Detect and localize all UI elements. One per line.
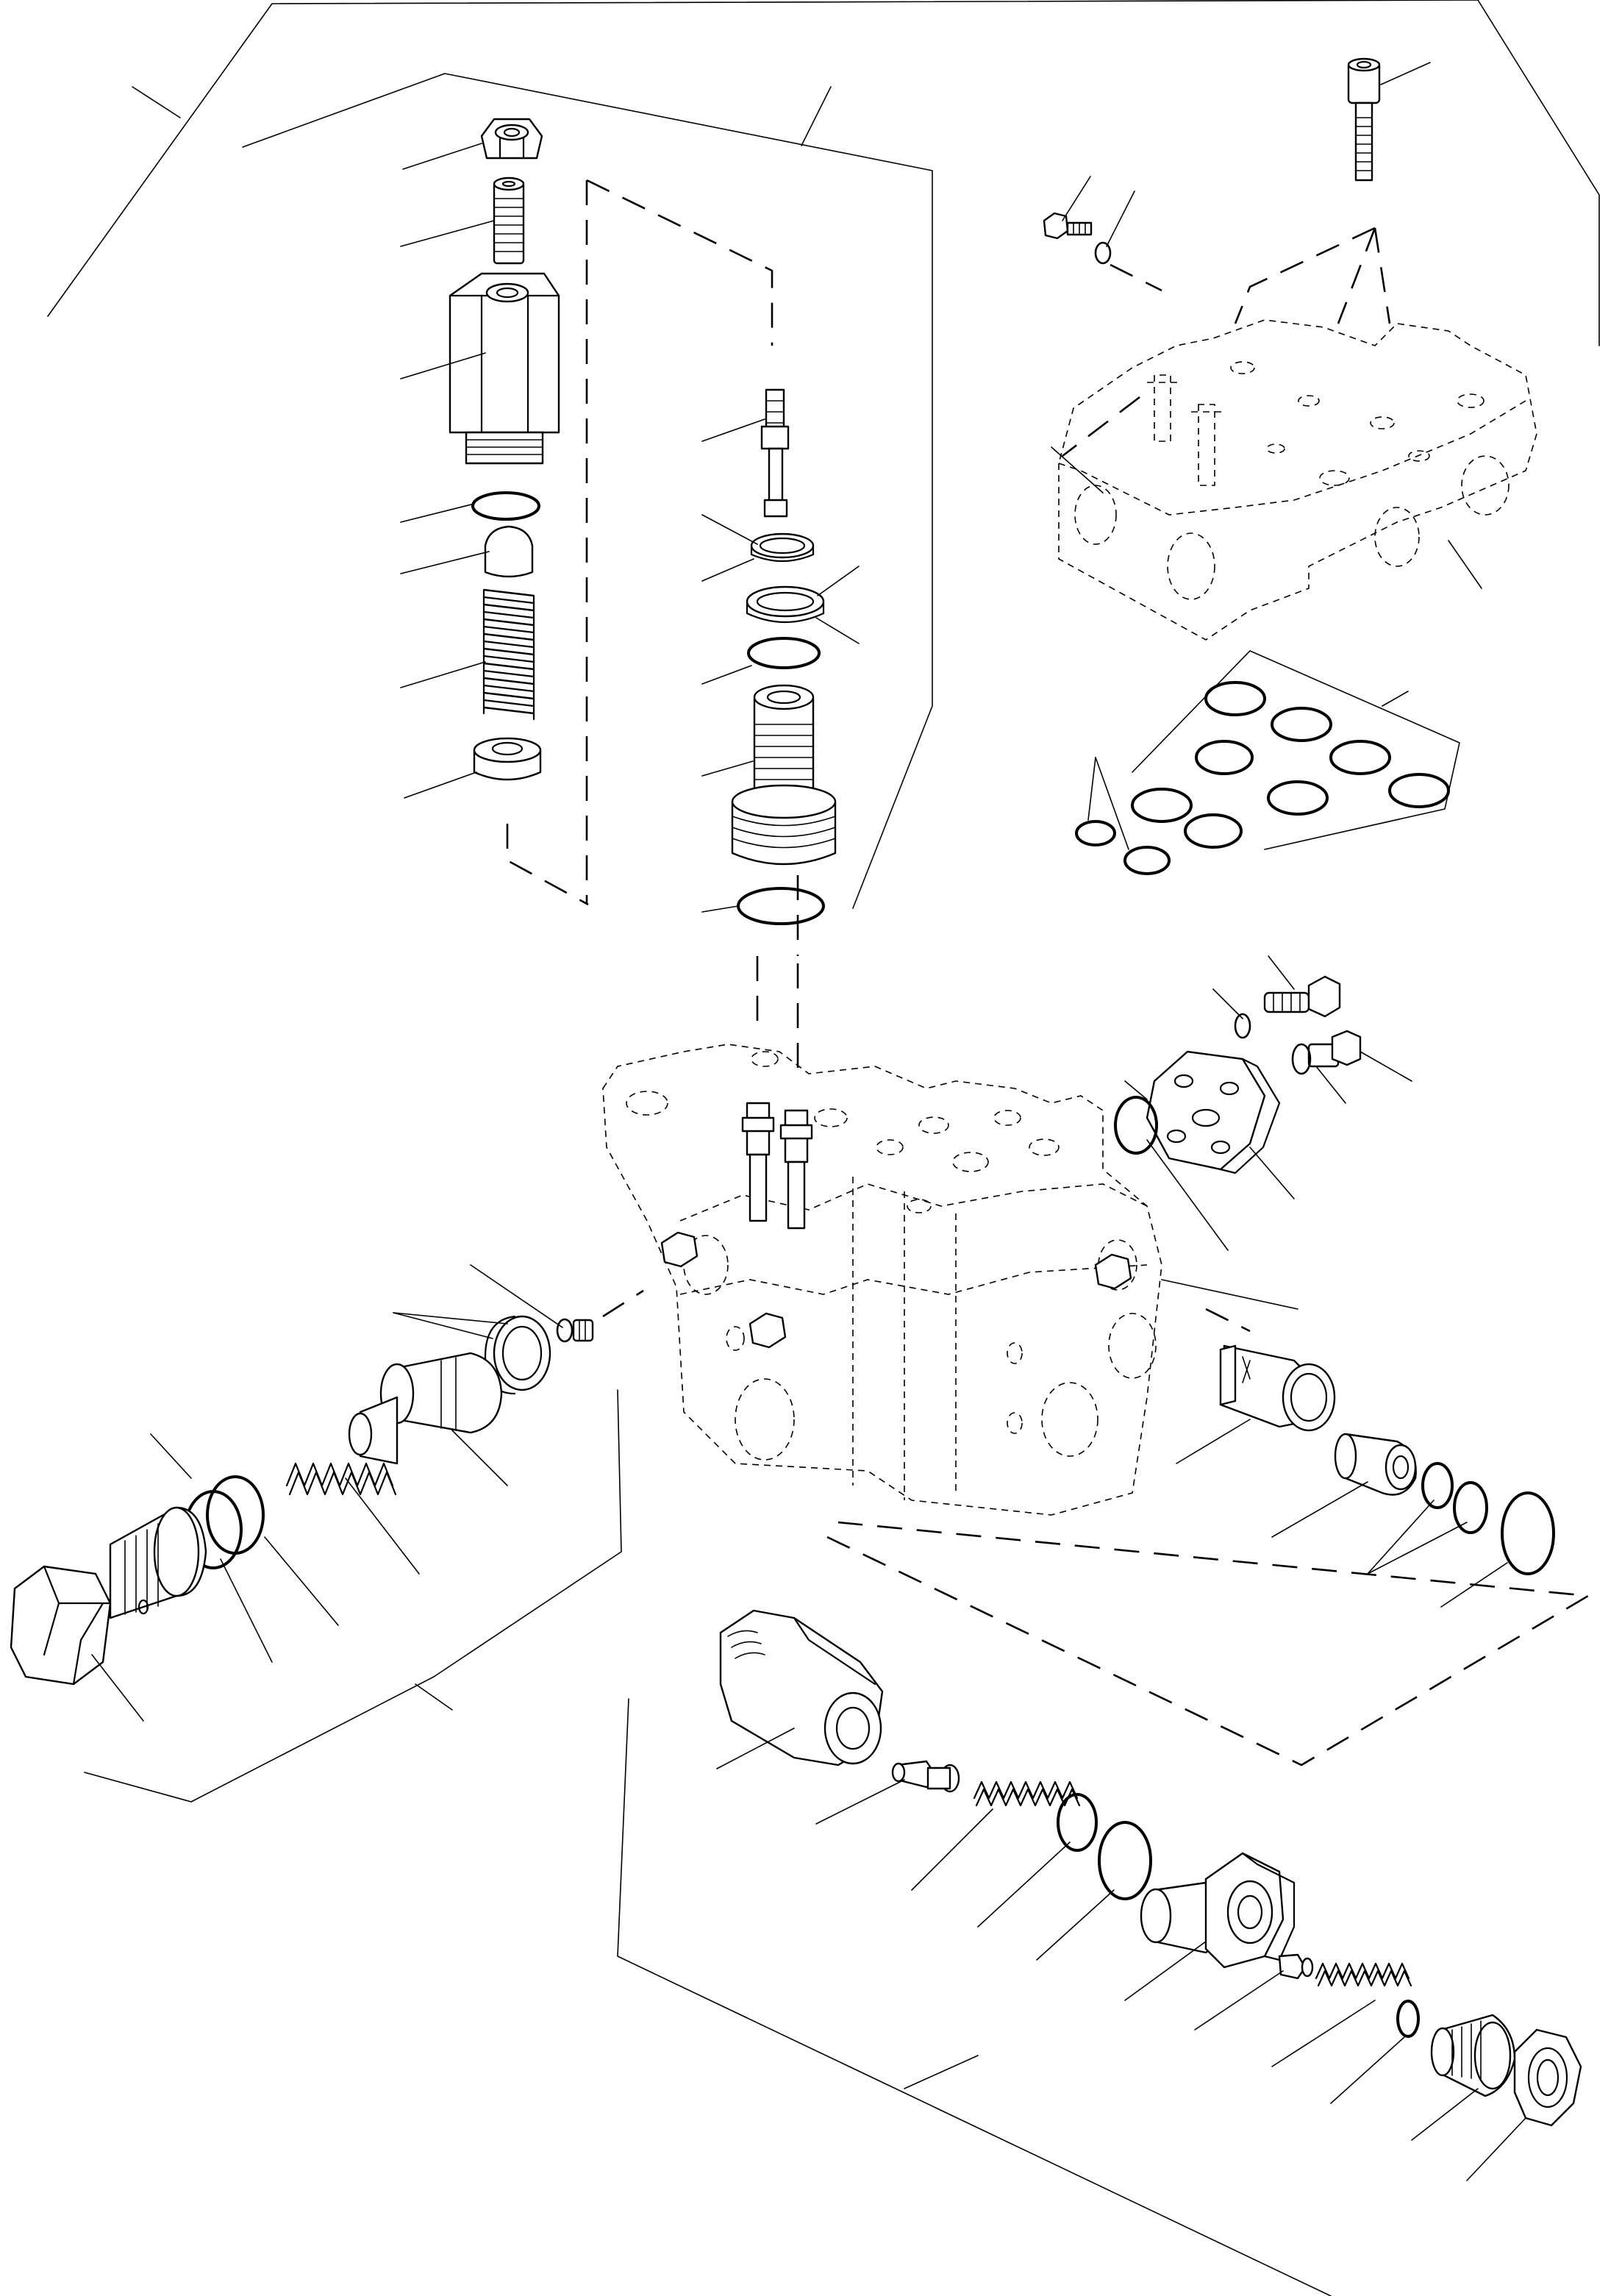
backup-seal — [484, 1315, 551, 1395]
hex-housing — [719, 1609, 884, 1766]
sleeve — [1219, 1344, 1336, 1432]
o-ring — [556, 1318, 574, 1343]
spring — [285, 1462, 397, 1496]
hex-plug — [10, 1565, 112, 1686]
plug — [1307, 1030, 1362, 1068]
pilot-pin — [891, 1760, 960, 1793]
large-o-ring — [1098, 1821, 1152, 1900]
backup-ring — [750, 532, 815, 563]
relief-cartridge — [109, 1506, 207, 1619]
spring — [973, 1780, 1081, 1807]
small-o-ring — [1123, 846, 1171, 875]
stud-bolt — [741, 1102, 775, 1222]
spring — [1315, 1962, 1412, 1987]
port-flange-assembly — [1114, 975, 1362, 1174]
group-outline-seal-kit — [1132, 650, 1460, 850]
flange-o-ring — [1114, 1096, 1158, 1155]
group-outline-upper-assembly — [242, 73, 933, 909]
pin — [1278, 1953, 1314, 1980]
o-ring — [1329, 740, 1391, 775]
o-ring — [1204, 681, 1266, 716]
small-bolt — [1043, 212, 1093, 240]
o-ring — [747, 637, 821, 669]
spring-seat — [473, 737, 542, 781]
check-valve-cartridge — [731, 684, 837, 866]
poppet — [1334, 1433, 1417, 1496]
spool-check-valve-assembly — [731, 388, 837, 925]
adjusting-screw — [1430, 2014, 1516, 2097]
leader-lines — [91, 62, 1526, 2181]
small-o-ring — [1075, 820, 1116, 846]
o-ring — [1057, 1793, 1098, 1852]
seal-ring — [746, 585, 825, 624]
poppet — [484, 525, 534, 578]
valve-stem — [760, 388, 790, 518]
main-valve-body — [602, 1044, 1162, 1516]
cover-plate-assembly — [1043, 57, 1537, 641]
o-ring — [1388, 773, 1450, 808]
left-relief-valve-assembly — [10, 1315, 594, 1686]
o-ring — [1267, 780, 1329, 816]
spring — [482, 588, 535, 721]
o-ring — [471, 491, 540, 521]
valve-seat — [1140, 1852, 1296, 1969]
large-o-ring — [1501, 1491, 1555, 1575]
cover-plate-body — [1058, 319, 1537, 641]
o-ring — [1131, 788, 1193, 823]
o-ring — [1184, 813, 1243, 849]
piston — [348, 1352, 503, 1465]
flange-bolt — [1263, 975, 1341, 1018]
o-ring — [737, 887, 825, 925]
upper-relief-valve-assembly — [449, 118, 560, 781]
lower-relief-valve-assembly — [719, 1609, 1582, 2127]
o-ring — [206, 1475, 265, 1555]
o-ring — [1291, 1043, 1312, 1075]
right-poppet-assembly — [1219, 1344, 1555, 1575]
o-ring — [1195, 740, 1254, 775]
o-ring — [1396, 2000, 1420, 2038]
cap-screw — [1347, 57, 1381, 182]
group-outline-main — [47, 0, 1600, 346]
o-ring — [1421, 1462, 1454, 1509]
seal-kit — [1075, 681, 1450, 875]
group-outline-left-relief — [84, 1389, 622, 1803]
hex-housing — [449, 272, 560, 465]
small-plug — [572, 1319, 594, 1342]
stud-bolt — [779, 1109, 813, 1230]
flange — [1146, 1050, 1281, 1174]
adjusting-screw — [493, 177, 525, 265]
lock-washer — [1234, 1013, 1251, 1039]
washer — [1094, 241, 1112, 265]
group-outline-lower-relief — [617, 1698, 1332, 2296]
o-ring — [1271, 707, 1332, 742]
lock-nut — [480, 118, 543, 160]
body-plug — [660, 1231, 1132, 1349]
backup-ring — [1453, 1481, 1488, 1534]
phantom-lines — [506, 179, 1592, 1766]
lock-nut — [1513, 2028, 1582, 2127]
